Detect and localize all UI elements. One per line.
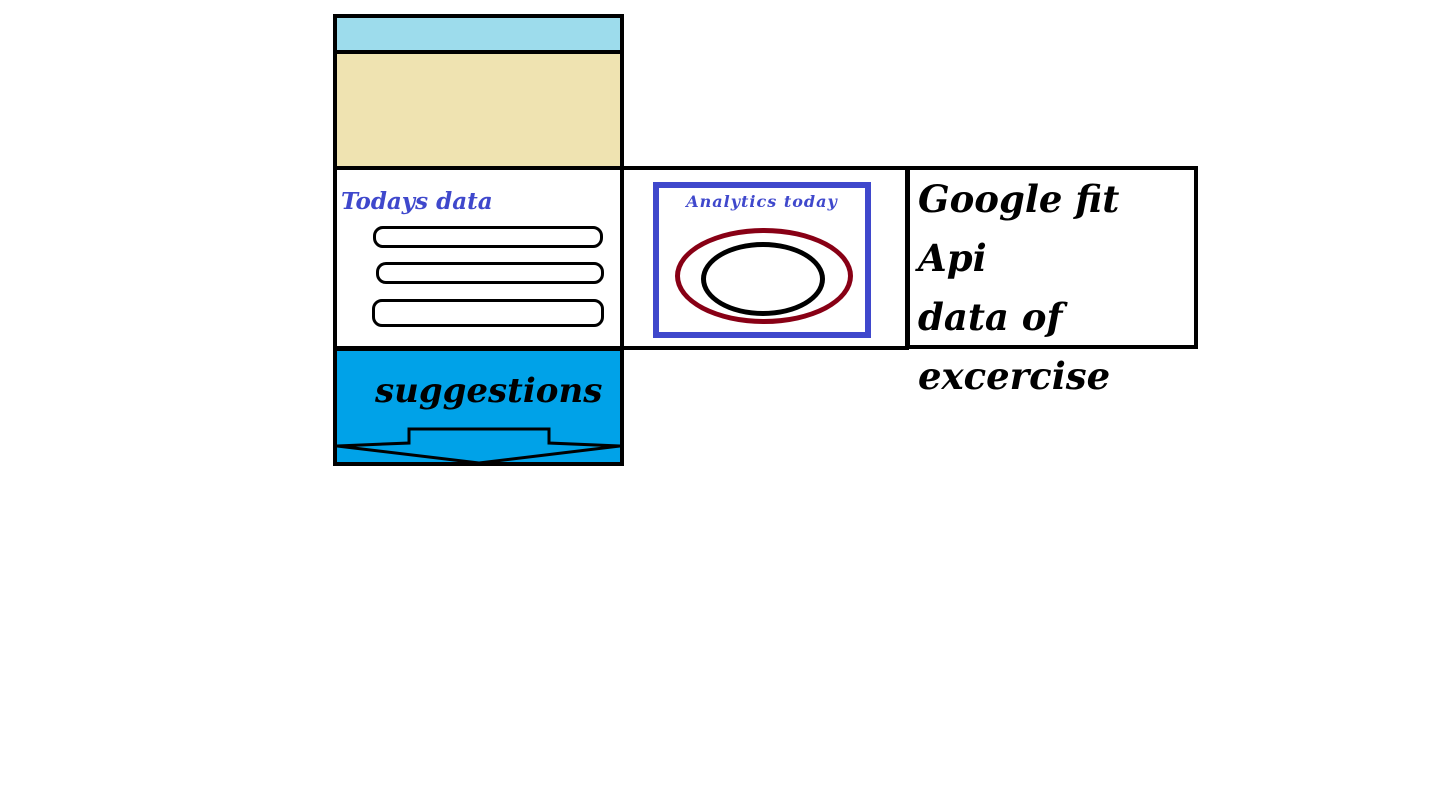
outer-ring (675, 228, 853, 324)
suggestions-label: suggestions (375, 371, 603, 411)
data-row-2[interactable] (376, 262, 604, 284)
analytics-panel: Analytics today (620, 166, 909, 350)
inner-ring (701, 242, 825, 316)
down-arrow-icon[interactable] (337, 423, 620, 465)
analytics-chart-frame[interactable]: Analytics today (653, 182, 871, 338)
google-fit-line-1: Google fit Api (918, 177, 1120, 280)
status-bar (337, 18, 620, 54)
todays-data-title: Todays data (341, 188, 493, 215)
analytics-title: Analytics today (686, 192, 838, 211)
suggestions-panel[interactable]: suggestions (333, 347, 624, 466)
google-fit-line-2: data of (918, 295, 1063, 339)
data-row-3[interactable] (372, 299, 604, 327)
google-fit-line-3: excercise (918, 354, 1111, 398)
app-header-panel (333, 14, 624, 170)
data-row-1[interactable] (373, 226, 603, 248)
google-fit-panel: Google fit Api data of excercise (906, 166, 1198, 398)
todays-data-panel: Todays data (333, 166, 624, 350)
google-fit-text: Google fit Api data of excercise (918, 170, 1190, 406)
